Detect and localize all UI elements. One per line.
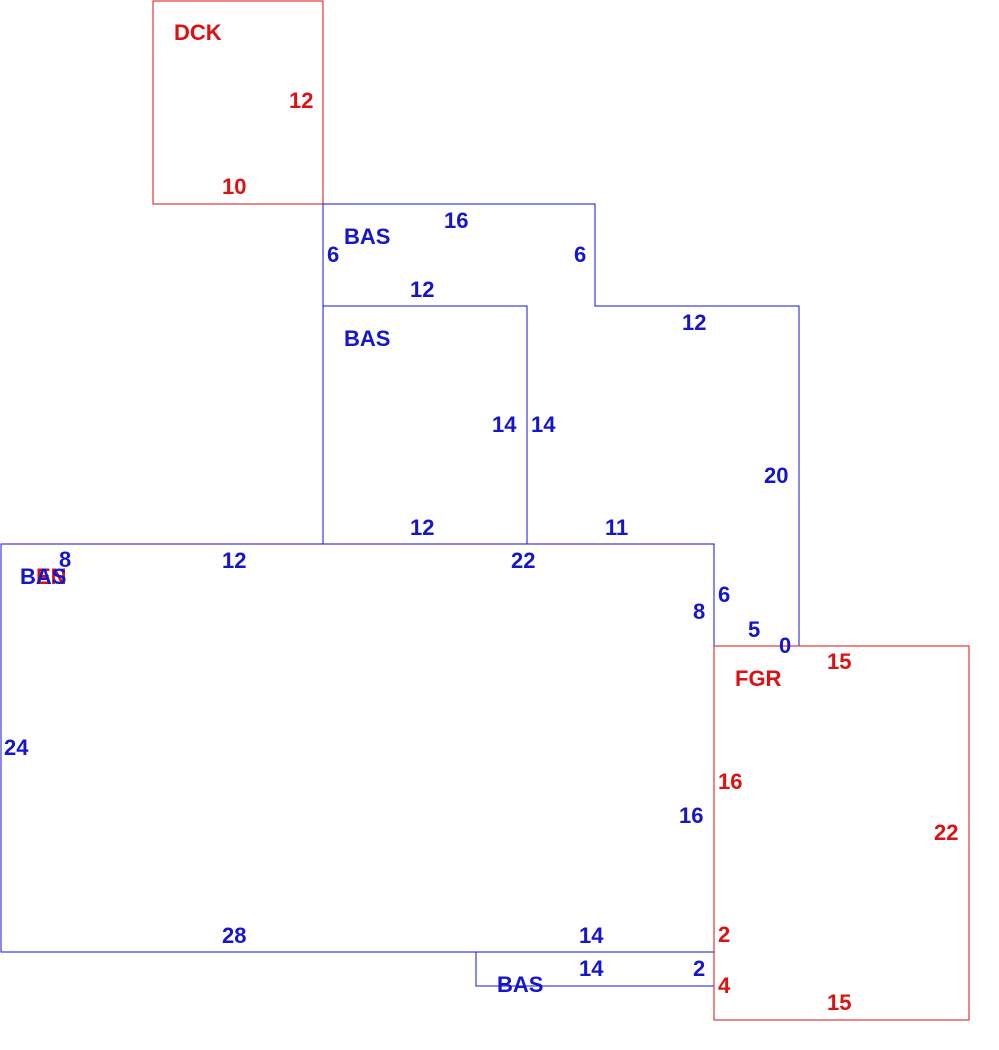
- dim-main-bottom: 28: [222, 923, 246, 948]
- dim-upper-left: 6: [327, 242, 339, 267]
- main-bas-label: BAS: [20, 564, 66, 589]
- main-bas-area: [0, 543, 715, 953]
- dim-inner-bottom: 12: [410, 515, 434, 540]
- dim-upper-step: 12: [682, 310, 706, 335]
- main-bas-outline: [0, 543, 715, 953]
- dim-main-corner-8: 8: [59, 547, 71, 572]
- dim-side-0: 0: [779, 633, 791, 658]
- dim-dck-right: 12: [289, 88, 313, 113]
- dim-inner-top: 12: [410, 277, 434, 302]
- dim-fgr-2: 2: [718, 922, 730, 947]
- dim-main-right-16: 16: [679, 803, 703, 828]
- dim-fgr-right: 22: [934, 820, 958, 845]
- dim-dck-bottom: 10: [222, 174, 246, 199]
- dim-main-top-mid: 22: [511, 548, 535, 573]
- bottom-bas-area: [475, 952, 714, 987]
- dck-area: [152, 0, 324, 205]
- dim-upper-right: 6: [574, 242, 586, 267]
- inner-bas-outline: [323, 305, 528, 544]
- overlap-red-label: EN: [36, 564, 67, 589]
- upper-bas-label: BAS: [344, 224, 390, 249]
- bottom-bas-outline: [475, 952, 714, 987]
- dim-fgr-top: 15: [827, 649, 851, 674]
- upper-bas-area: [322, 203, 800, 646]
- dim-main-right-8: 8: [693, 599, 705, 624]
- dim-side-5: 5: [748, 617, 760, 642]
- fgr-area: [713, 645, 970, 1021]
- dim-upper-side: 20: [764, 463, 788, 488]
- dim-bottom-2: 2: [693, 956, 705, 981]
- dim-fgr-4: 4: [718, 973, 731, 998]
- dck-label: DCK: [174, 20, 222, 45]
- dim-upper-top: 16: [444, 208, 468, 233]
- dim-inner-right-a: 14: [492, 412, 517, 437]
- dim-side-6: 6: [718, 582, 730, 607]
- dck-outline: [152, 0, 324, 205]
- fgr-outline: [713, 645, 970, 1021]
- dim-fgr-bottom: 15: [827, 990, 851, 1015]
- dim-main-top-left: 12: [222, 548, 246, 573]
- dim-main-left: 24: [4, 735, 29, 760]
- dim-inner-right-b: 14: [531, 412, 556, 437]
- dim-main-top-right: 11: [605, 515, 628, 540]
- bottom-bas-label: BAS: [497, 972, 543, 997]
- fgr-label: FGR: [735, 666, 782, 691]
- dim-fgr-left-16: 16: [718, 769, 742, 794]
- dim-main-bottom-14: 14: [579, 923, 604, 948]
- upper-bas-outline: [322, 203, 800, 646]
- dim-bottom-14: 14: [579, 956, 604, 981]
- inner-bas-label: BAS: [344, 326, 390, 351]
